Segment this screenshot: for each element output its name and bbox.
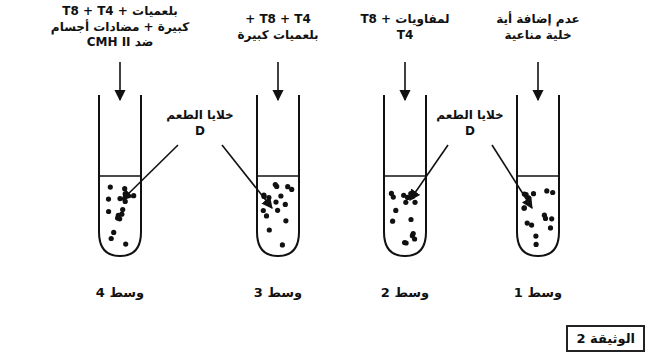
addition-arrow [277,62,279,100]
graft-cell [106,197,111,202]
text-label: T8 + T4 + بلعميات كبيرة [226,12,330,43]
graft-cell [285,184,290,189]
text-label: وسط 4 [80,285,160,302]
graft-cell [405,195,410,200]
graft-cell [531,191,536,196]
text-label: لمفاويات T8 + T4 [360,12,450,43]
leader-arrow [122,145,178,200]
graft-cell [273,200,278,205]
liquid-level [257,175,299,177]
graft-cell [543,216,548,221]
graft-cell [534,242,539,247]
graft-cell [550,190,555,195]
leader-arrow [492,145,532,208]
graft-cell [544,188,549,193]
graft-cell [122,186,127,191]
graft-cell [266,195,271,200]
graft-cell [412,200,417,205]
text-label: عدم إضافة أية خلية مناعية [490,12,586,43]
liquid-level [99,175,141,177]
text-label: وسط 3 [238,285,318,302]
graft-cell [115,216,120,221]
graft-cell [123,242,128,247]
graft-cell [522,206,527,211]
test-tube [257,95,299,256]
document-title: الوثيقة 2 [576,331,635,346]
graft-cell [109,236,114,241]
graft-cell [261,208,266,213]
test-tube [384,95,426,256]
graft-cell [403,200,408,205]
graft-cell [404,240,409,245]
leader-arrow [222,145,272,208]
addition-arrow [119,62,121,100]
graft-cell [264,213,269,218]
text-label: وسط 2 [365,285,445,302]
liquid-level [384,175,426,177]
graft-cell [111,230,116,235]
graft-cell [529,223,534,228]
liquid-level [517,175,559,177]
graft-cell [533,234,538,239]
addition-arrow [404,62,406,100]
graft-cell [280,242,285,247]
graft-cell [108,185,113,190]
graft-cell [283,218,288,223]
text-label: خلايا الطعم D [165,108,235,139]
graft-cell [408,217,413,222]
graft-cell [549,216,554,221]
graft-cell [120,207,125,212]
text-label: وسط 1 [498,285,578,302]
graft-cell [106,209,111,214]
graft-cell [522,205,527,210]
test-tube [99,95,141,256]
graft-cell [117,196,122,201]
graft-cell [393,208,398,213]
leader-arrow [410,145,448,200]
graft-cell [548,225,553,230]
graft-cell [267,227,272,232]
graft-cell [131,193,136,198]
graft-cell [275,208,280,213]
graft-cell [119,212,124,217]
addition-arrow [537,62,539,100]
document-tag: الوثيقة 2 [566,325,645,352]
graft-cell [390,219,395,224]
graft-cell [273,182,278,187]
graft-cell [411,231,416,236]
test-tube [517,95,559,256]
graft-cell [391,195,396,200]
graft-cell [283,202,288,207]
graft-cell [412,236,417,241]
text-label: بلعميات + T8 + T4 كبيرة + مضادات أجسام ض… [45,4,195,51]
graft-cell [278,193,283,198]
text-label: خلايا الطعم D [435,108,505,139]
